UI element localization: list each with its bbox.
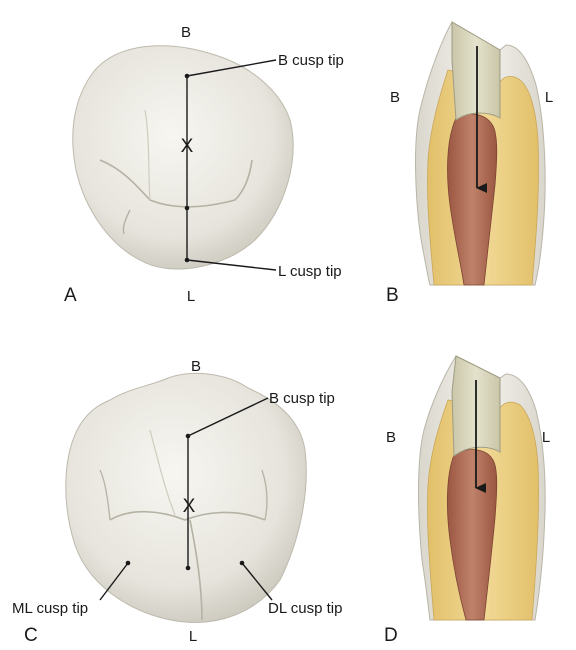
panel-a-bottom-label: L	[187, 288, 195, 305]
panel-b-left-label: B	[390, 89, 400, 106]
panel-a-ridge-line	[144, 109, 151, 201]
panel-a-l-cusp-label: L cusp tip	[278, 263, 342, 280]
panel-c-mesial-groove	[99, 469, 111, 521]
panel-b: B L B	[386, 21, 553, 306]
panel-a-fossa-line	[122, 209, 131, 235]
panel-c-dl-cusp-label: DL cusp tip	[268, 600, 342, 617]
panel-c-l-dot	[185, 565, 191, 571]
panel-c-center-mark: X	[183, 496, 196, 517]
panel-c-distal-groove	[261, 469, 268, 521]
panel-d-right-label: L	[542, 429, 550, 446]
panel-b-access-cavity	[451, 21, 501, 121]
panel-a-mid-dot	[184, 205, 190, 211]
panel-a-l-leader	[186, 259, 277, 271]
panel-c-buccal-ridge	[149, 429, 176, 516]
panel-c-ml-leader	[99, 562, 129, 601]
panel-a-top-label: B	[181, 24, 191, 41]
panel-d: B L D	[384, 355, 550, 646]
panel-a-letter: A	[64, 285, 77, 306]
panel-c: B X B cusp tip ML cusp tip DL cusp tip L…	[12, 358, 342, 646]
panel-c-ml-cusp-label: ML cusp tip	[12, 600, 88, 617]
panel-c-main-groove	[109, 510, 266, 521]
panel-a: B X B cusp tip L cusp tip L A	[64, 24, 344, 306]
panel-b-right-label: L	[545, 89, 553, 106]
panel-d-letter: D	[384, 625, 398, 646]
panel-c-letter: C	[24, 625, 38, 646]
panel-d-left-label: B	[386, 429, 396, 446]
panel-c-b-cusp-label: B cusp tip	[269, 390, 335, 407]
panel-c-dl-leader	[241, 562, 273, 601]
panel-c-lingual-groove	[189, 519, 203, 621]
panel-a-tooth-crown	[72, 45, 294, 270]
panel-c-bottom-label: L	[189, 628, 197, 645]
panel-c-tooth-crown	[65, 372, 307, 623]
panel-b-pulp	[447, 113, 498, 286]
panel-b-letter: B	[386, 285, 399, 306]
panel-c-b-leader	[187, 397, 269, 437]
panel-a-center-mark: X	[181, 136, 194, 157]
panel-c-top-label: B	[191, 358, 201, 375]
panel-a-b-leader	[186, 59, 277, 77]
panel-a-b-cusp-label: B cusp tip	[278, 52, 344, 69]
